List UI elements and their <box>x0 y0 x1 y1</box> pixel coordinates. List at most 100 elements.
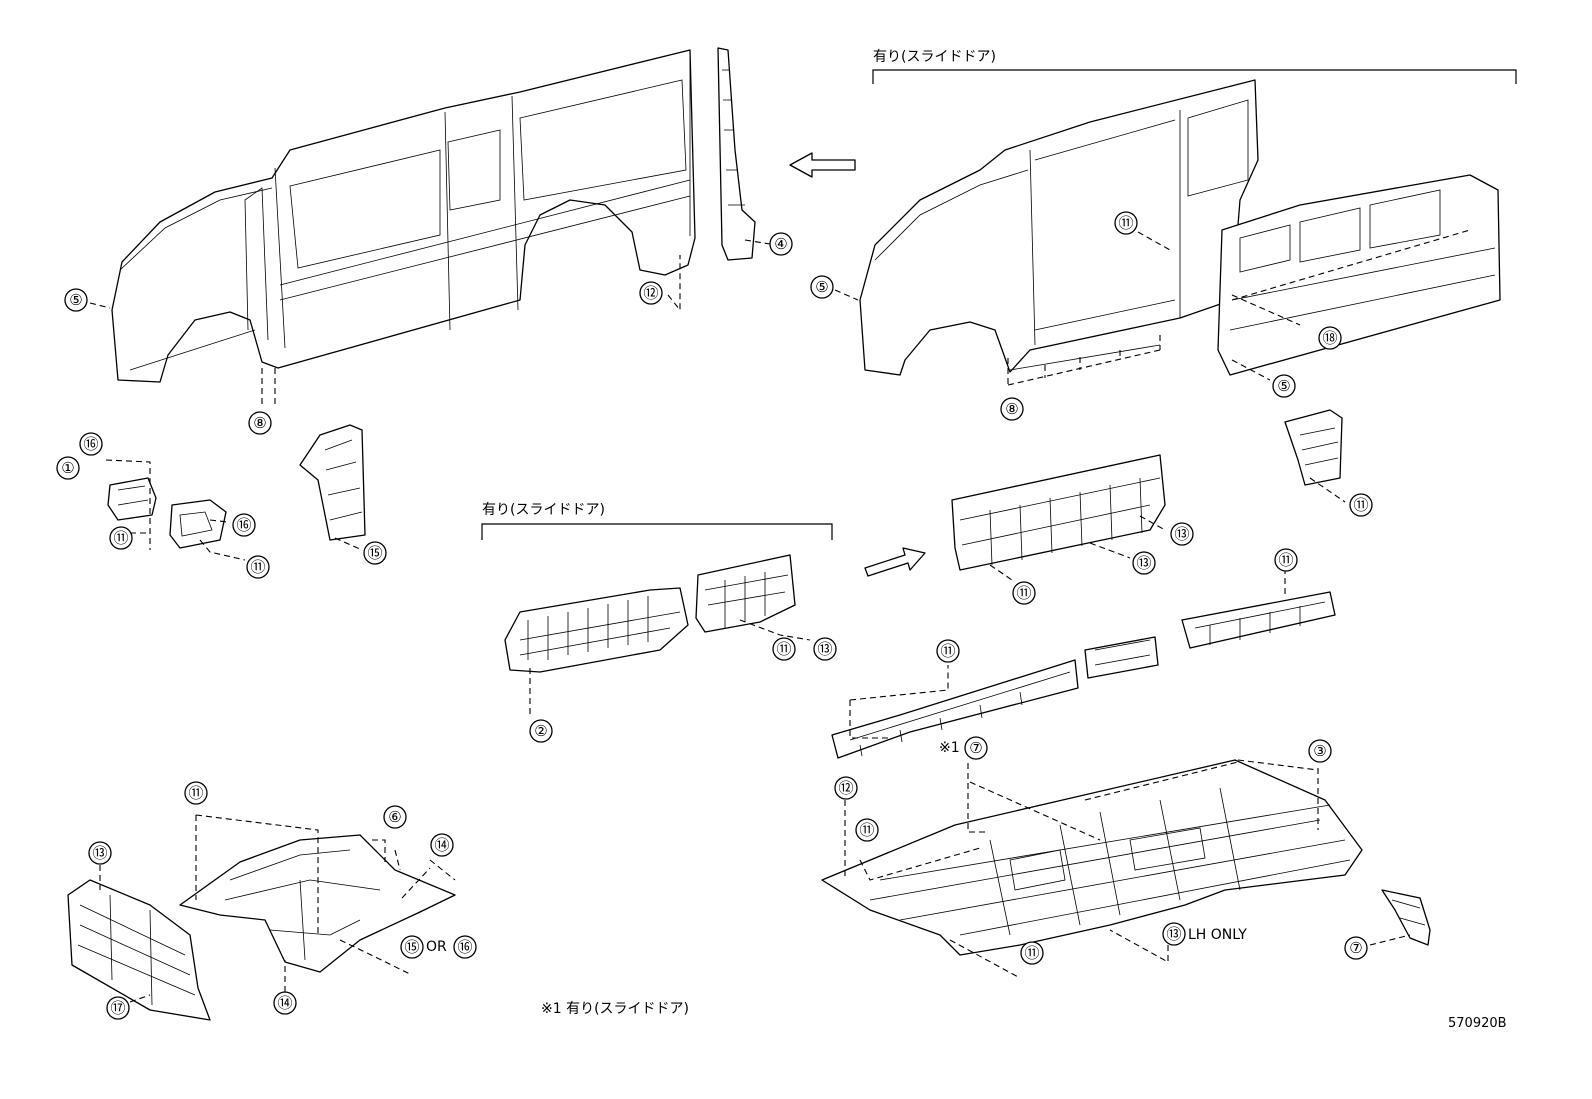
callout-11i: ⑪ <box>855 818 879 842</box>
callout-17: ⑰ <box>106 996 130 1020</box>
callout-11f: ⑪ <box>1012 581 1036 605</box>
svg-text:⑬: ⑬ <box>1136 554 1151 572</box>
callout-11d: ⑪ <box>1349 493 1373 517</box>
small-bracket-parts-illustration <box>107 477 227 549</box>
svg-text:⑱: ⑱ <box>1322 329 1337 347</box>
svg-text:⑪: ⑪ <box>1118 214 1133 232</box>
svg-text:⑫: ⑫ <box>838 779 853 797</box>
right-side-panel-illustration <box>859 79 1259 376</box>
svg-text:⑬: ⑬ <box>1174 525 1189 543</box>
svg-text:④: ④ <box>774 235 787 253</box>
svg-text:⑭: ⑭ <box>434 836 449 854</box>
callout-16a: ⑯ <box>79 432 103 456</box>
svg-text:⑪: ⑪ <box>113 529 128 547</box>
svg-text:⑬: ⑬ <box>817 640 832 658</box>
callout-5c: ⑤ <box>1272 374 1296 398</box>
left-side-panel-illustration <box>111 49 696 383</box>
callout-16b: ⑯ <box>232 513 256 537</box>
callout-8b: ⑧ <box>1000 397 1024 421</box>
callout-11a: ⑪ <box>1114 211 1138 235</box>
svg-text:⑬: ⑬ <box>1166 925 1181 943</box>
callout-11j: ⑪ <box>1020 941 1044 965</box>
callout-15a: ⑮ <box>363 541 387 565</box>
svg-text:⑰: ⑰ <box>110 999 125 1017</box>
callout-5b: ⑤ <box>810 275 834 299</box>
callout-15b: ⑮ <box>400 935 424 959</box>
front-floor-pan-illustration <box>179 834 456 973</box>
svg-text:③: ③ <box>1313 742 1326 760</box>
svg-text:⑦: ⑦ <box>969 739 982 757</box>
svg-text:⑪: ⑪ <box>188 784 203 802</box>
center-pillar-part-illustration <box>299 424 366 541</box>
callout-1: ① <box>56 456 80 480</box>
callout-11b: ⑪ <box>109 526 133 550</box>
callout-7b: ⑦ <box>1344 936 1368 960</box>
svg-text:⑭: ⑭ <box>277 994 292 1012</box>
callout-16c: ⑯ <box>453 935 477 959</box>
svg-text:⑧: ⑧ <box>1005 400 1018 418</box>
callout-11k: ⑪ <box>184 781 208 805</box>
svg-text:⑫: ⑫ <box>643 284 658 302</box>
callout-8a: ⑧ <box>248 411 272 435</box>
callout-7a: ⑦ <box>964 736 988 760</box>
diagram-code: 570920B <box>1448 1016 1507 1031</box>
callout-11h: ⑪ <box>936 639 960 663</box>
callout-18: ⑱ <box>1318 326 1342 350</box>
callout-12a: ⑫ <box>639 281 663 305</box>
slide-door-note-top: 有り(スライドドア) <box>873 49 996 65</box>
svg-text:⑪: ⑪ <box>250 558 265 576</box>
svg-text:⑪: ⑪ <box>1024 944 1039 962</box>
svg-text:⑪: ⑪ <box>940 642 955 660</box>
svg-text:⑯: ⑯ <box>236 516 251 534</box>
slide-door-bracket-middle <box>481 523 833 540</box>
rear-inner-panel-illustration <box>1217 174 1501 376</box>
callout-3: ③ <box>1308 739 1332 763</box>
floor-pan-illustration <box>821 759 1363 956</box>
callout-13a: ⑬ <box>1170 522 1194 546</box>
rear-pillar-part-illustration <box>1284 409 1343 486</box>
svg-text:⑯: ⑯ <box>83 435 98 453</box>
svg-text:⑮: ⑮ <box>404 938 419 956</box>
arrow-right-icon <box>864 547 926 577</box>
svg-text:⑥: ⑥ <box>388 808 401 826</box>
callout-13b: ⑬ <box>1132 551 1156 575</box>
callout-6: ⑥ <box>383 805 407 829</box>
callout-14a: ⑭ <box>430 833 454 857</box>
callout-11e: ⑪ <box>772 637 796 661</box>
callout-13d: ⑬ <box>1162 922 1186 946</box>
callout-11c: ⑪ <box>246 555 270 579</box>
callout-12b: ⑫ <box>834 776 858 800</box>
svg-text:⑤: ⑤ <box>69 291 82 309</box>
callout-4: ④ <box>769 232 793 256</box>
footnote: ※1 有り(スライドドア) <box>541 1001 690 1017</box>
callout-2: ② <box>529 719 553 743</box>
pillar-part-illustration <box>717 47 756 261</box>
svg-text:⑮: ⑮ <box>367 544 382 562</box>
callout-5a: ⑤ <box>64 288 88 312</box>
floor-bracket-7-illustration <box>1381 889 1431 946</box>
callout-13c: ⑬ <box>813 637 837 661</box>
svg-text:⑪: ⑪ <box>859 821 874 839</box>
callout-13e: ⑬ <box>88 841 112 865</box>
or-suffix: OR <box>426 939 447 955</box>
svg-text:⑧: ⑧ <box>253 414 266 432</box>
svg-text:⑯: ⑯ <box>457 938 472 956</box>
dash-panel-illustration <box>67 879 211 1021</box>
svg-text:⑪: ⑪ <box>776 640 791 658</box>
svg-text:①: ① <box>61 459 74 477</box>
step-rail-part-illustration <box>504 554 796 673</box>
svg-text:②: ② <box>534 722 547 740</box>
leader-lines <box>89 229 1471 1003</box>
rocker-rail-part-illustration <box>831 591 1336 759</box>
svg-text:⑪: ⑪ <box>1353 496 1368 514</box>
footnote-marker: ※1 <box>939 740 960 756</box>
svg-text:⑪: ⑪ <box>1016 584 1031 602</box>
svg-text:⑪: ⑪ <box>1278 551 1293 569</box>
arrow-left-icon <box>789 152 856 178</box>
svg-text:⑤: ⑤ <box>815 278 828 296</box>
svg-text:⑤: ⑤ <box>1277 377 1290 395</box>
callout-14b: ⑭ <box>273 991 297 1015</box>
svg-text:⑦: ⑦ <box>1349 939 1362 957</box>
